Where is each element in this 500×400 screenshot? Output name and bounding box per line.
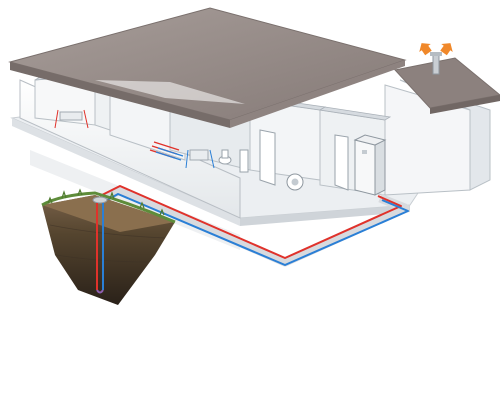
doors [259,129,349,191]
roof-cutaway [95,80,245,104]
floor-heating [149,141,184,161]
borehole [92,196,108,294]
radiators [54,109,215,169]
exhaust-pipe [430,52,442,75]
ventilation-unit [286,173,304,191]
ventilation-arrows [419,43,453,56]
heat-pump [353,134,387,196]
bathroom-fixtures [218,149,249,173]
ground-cutaway [41,188,176,305]
roof [8,7,500,128]
